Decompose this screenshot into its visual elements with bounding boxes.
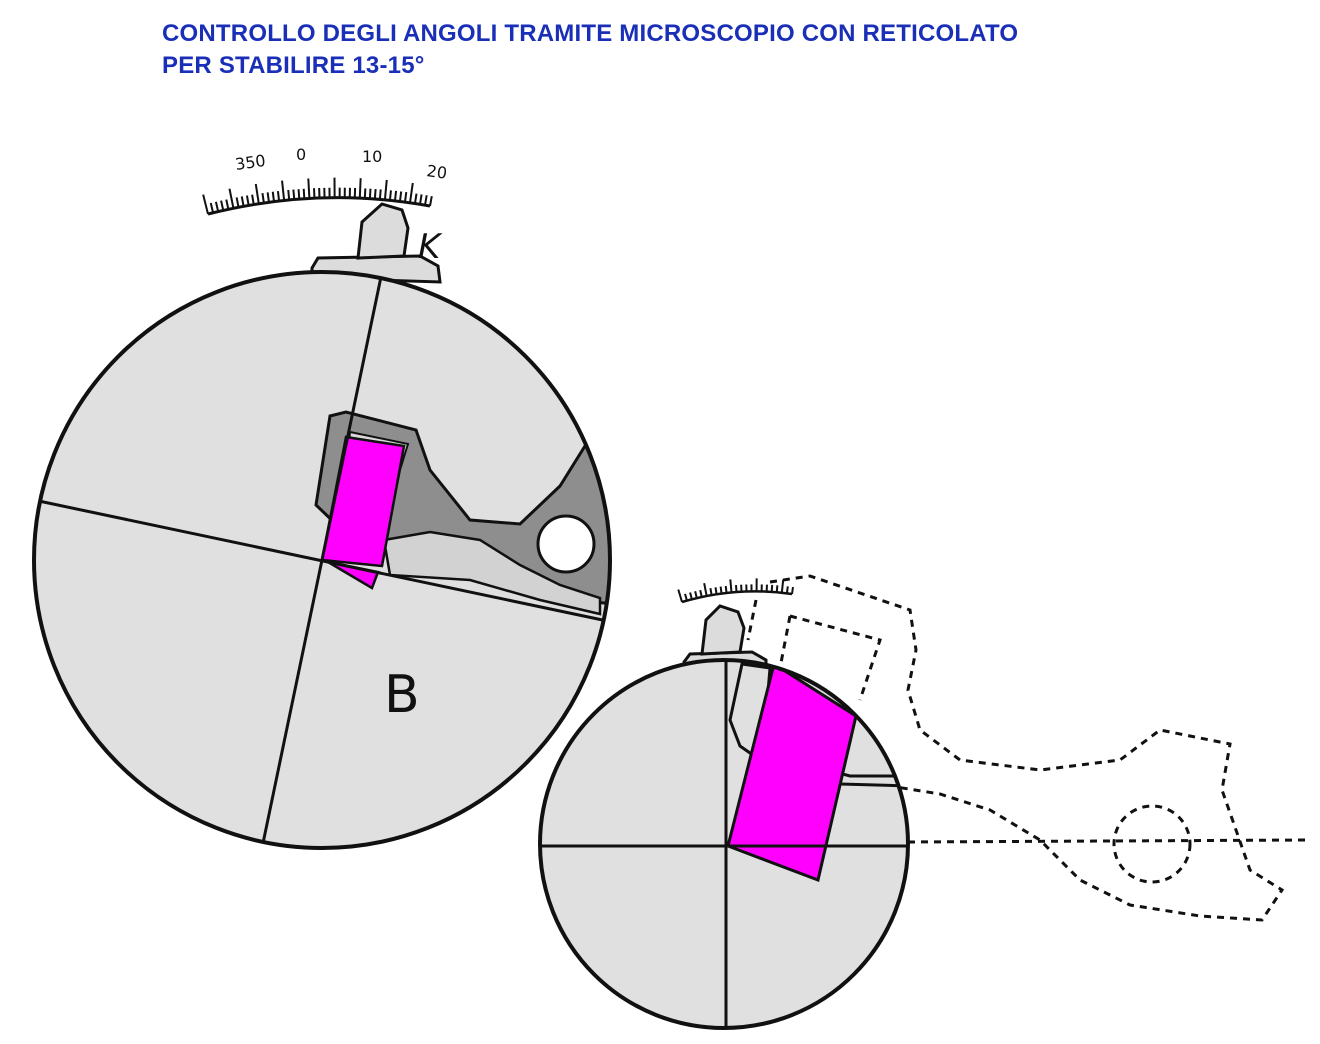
- lever-track: [382, 530, 602, 616]
- scale-tick: [383, 179, 388, 200]
- large-microscope-view: 350 0 10 20 K B: [32, 145, 612, 850]
- scale-tick: [714, 587, 718, 595]
- scale-label-350: 350: [234, 151, 267, 174]
- knob-small: [700, 604, 746, 656]
- scale-tick: [292, 189, 296, 200]
- scale-tick: [307, 178, 311, 199]
- scale-tick: [225, 199, 230, 210]
- scale-tick: [373, 188, 377, 200]
- scale-tick: [414, 193, 418, 204]
- scale-tick: [408, 182, 414, 203]
- lever-outline-dashed: [769, 574, 1285, 922]
- scale-ticks: [202, 177, 433, 215]
- lever-hole-dashed: [1112, 804, 1192, 884]
- scale-tick: [424, 195, 428, 206]
- scale-tick: [719, 586, 723, 594]
- scale-tick: [358, 178, 362, 199]
- view-label-b: B: [384, 665, 420, 725]
- scale-tick: [403, 192, 408, 203]
- scale-tick: [378, 189, 382, 200]
- scale-tick: [734, 584, 738, 593]
- scale-tick: [266, 192, 270, 203]
- lever-hole: [536, 514, 596, 574]
- scale-tick: [368, 188, 372, 199]
- scale-tick: [785, 586, 789, 594]
- scale-tick: [271, 191, 275, 202]
- scale-tick: [245, 195, 250, 206]
- scale-tick: [228, 188, 235, 209]
- scale-tick: [677, 589, 683, 603]
- scale-tick: [302, 188, 306, 199]
- scale-tick: [398, 191, 403, 202]
- scale-tick: [775, 585, 779, 593]
- scale-tick: [699, 589, 703, 598]
- scale-tick: [388, 190, 392, 201]
- angle-scale: 350 0 10 20: [202, 145, 448, 216]
- axis-line-dashed: [907, 838, 1307, 844]
- knob-label-k: K: [418, 227, 443, 267]
- scale-tick: [235, 197, 240, 208]
- title-line-2: PER STABILIRE 13-15°: [162, 52, 425, 79]
- scale-tick: [419, 194, 423, 205]
- small-microscope-view: [538, 574, 1307, 1030]
- scale-tick: [393, 190, 398, 201]
- microscope-rim-large: [32, 270, 612, 850]
- scale-tick: [251, 194, 255, 205]
- microscope-rim-small: [538, 658, 910, 1030]
- scale-tick: [261, 192, 265, 204]
- scale-tick: [724, 585, 728, 594]
- scale-label-10: 10: [362, 147, 382, 166]
- scale-tick: [703, 583, 708, 597]
- knob-k: [356, 202, 410, 260]
- scale-tick: [363, 188, 367, 199]
- scale-tick: [791, 586, 794, 595]
- scale-tick: [694, 591, 698, 599]
- tool-outline-dashed: [746, 599, 882, 701]
- title-line-1: CONTROLLO DEGLI ANGOLI TRAMITE MICROSCOP…: [162, 20, 1019, 47]
- scale-tick: [214, 201, 220, 212]
- reticle-horizontal-large: [34, 498, 610, 624]
- scale-arc-small: [681, 590, 793, 604]
- scale-label-0: 0: [296, 145, 306, 164]
- scale-tick: [709, 587, 713, 596]
- scale-tick: [202, 194, 209, 215]
- scale-tick: [684, 593, 688, 601]
- scale-tick: [297, 189, 301, 200]
- scale-tick: [689, 592, 693, 600]
- scale-tick: [209, 202, 215, 213]
- angle-scale-small: [677, 578, 794, 604]
- scale-tick: [254, 183, 260, 204]
- diagram-title: CONTROLLO DEGLI ANGOLI TRAMITE MICROSCOP…: [162, 18, 1018, 82]
- scale-label-20: 20: [425, 161, 448, 183]
- scale-tick: [220, 200, 225, 211]
- scale-tick: [240, 196, 245, 207]
- scale-tick: [276, 190, 281, 202]
- scale-tick: [287, 189, 291, 201]
- scale-ticks-small: [677, 578, 794, 603]
- scale-tick: [281, 180, 286, 201]
- tool-face-highlight-small: [726, 661, 858, 883]
- scale-tick: [780, 579, 785, 593]
- scale-tick: [729, 579, 733, 593]
- scale-tick: [429, 195, 433, 207]
